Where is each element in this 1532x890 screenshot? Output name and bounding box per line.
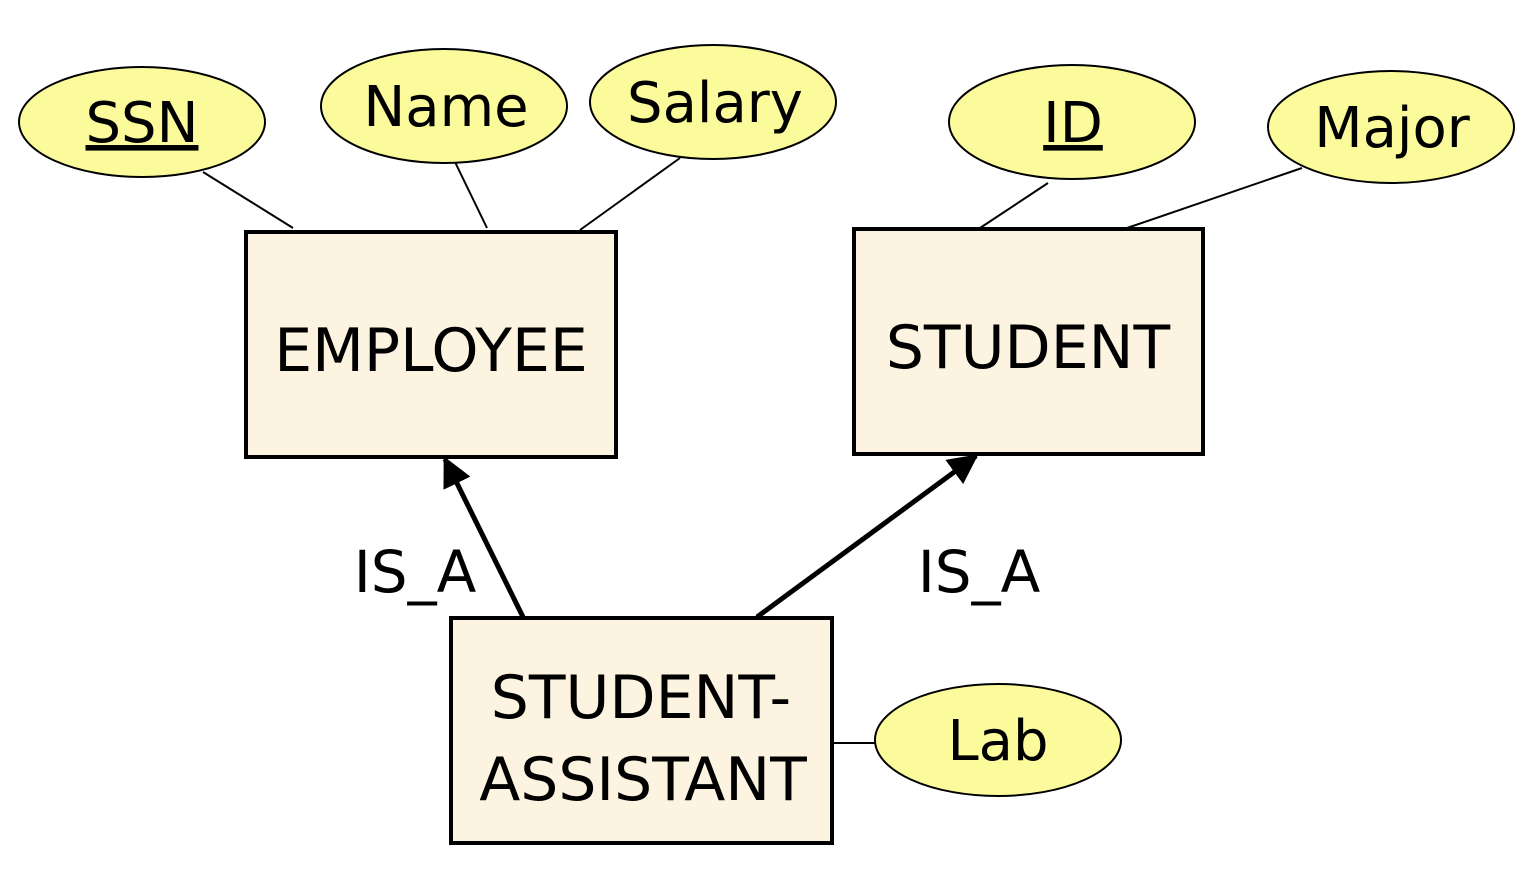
attribute-id-ellipse [948, 64, 1196, 180]
entity-student-assistant-label-line2: ASSISTANT [479, 745, 807, 815]
ssn-connector [202, 171, 294, 229]
entity-student-assistant-box [449, 616, 834, 845]
attribute-lab[interactable]: Lab [874, 683, 1122, 797]
entity-employee[interactable]: EMPLOYEE [244, 230, 618, 459]
attribute-major[interactable]: Major [1267, 70, 1515, 184]
isa-employee-label: IS_A [354, 538, 477, 606]
name-connector [454, 161, 488, 229]
salary-connector [579, 157, 681, 231]
attribute-id[interactable]: ID [948, 64, 1196, 180]
attribute-major-label: Major [1314, 96, 1470, 161]
major-connector [1126, 167, 1303, 229]
attribute-major-ellipse [1267, 70, 1515, 184]
entity-employee-box [244, 230, 618, 459]
attribute-id-label: ID [1043, 91, 1103, 156]
attribute-ssn[interactable]: SSN [18, 66, 266, 178]
entity-student-label: STUDENT [886, 313, 1171, 383]
attribute-salary-label: Salary [627, 71, 803, 136]
attribute-name[interactable]: Name [320, 48, 568, 164]
attribute-name-label: Name [363, 75, 528, 140]
attribute-ssn-ellipse [18, 66, 266, 178]
isa-student-label: IS_A [918, 538, 1041, 606]
attribute-lab-label: Lab [947, 709, 1048, 774]
entity-student-box [852, 227, 1205, 456]
attribute-salary[interactable]: Salary [589, 44, 837, 160]
entity-student-assistant[interactable]: STUDENT- ASSISTANT [449, 616, 834, 845]
attribute-salary-ellipse [589, 44, 837, 160]
id-connector [979, 182, 1049, 229]
attribute-ssn-label: SSN [86, 91, 199, 156]
isa-student-arrow [755, 453, 979, 620]
entity-student[interactable]: STUDENT [852, 227, 1205, 456]
entity-employee-label: EMPLOYEE [274, 316, 588, 386]
attribute-name-ellipse [320, 48, 568, 164]
attribute-lab-ellipse [874, 683, 1122, 797]
isa-employee-arrow [442, 456, 526, 619]
entity-student-assistant-label-line1: STUDENT- [491, 663, 791, 733]
